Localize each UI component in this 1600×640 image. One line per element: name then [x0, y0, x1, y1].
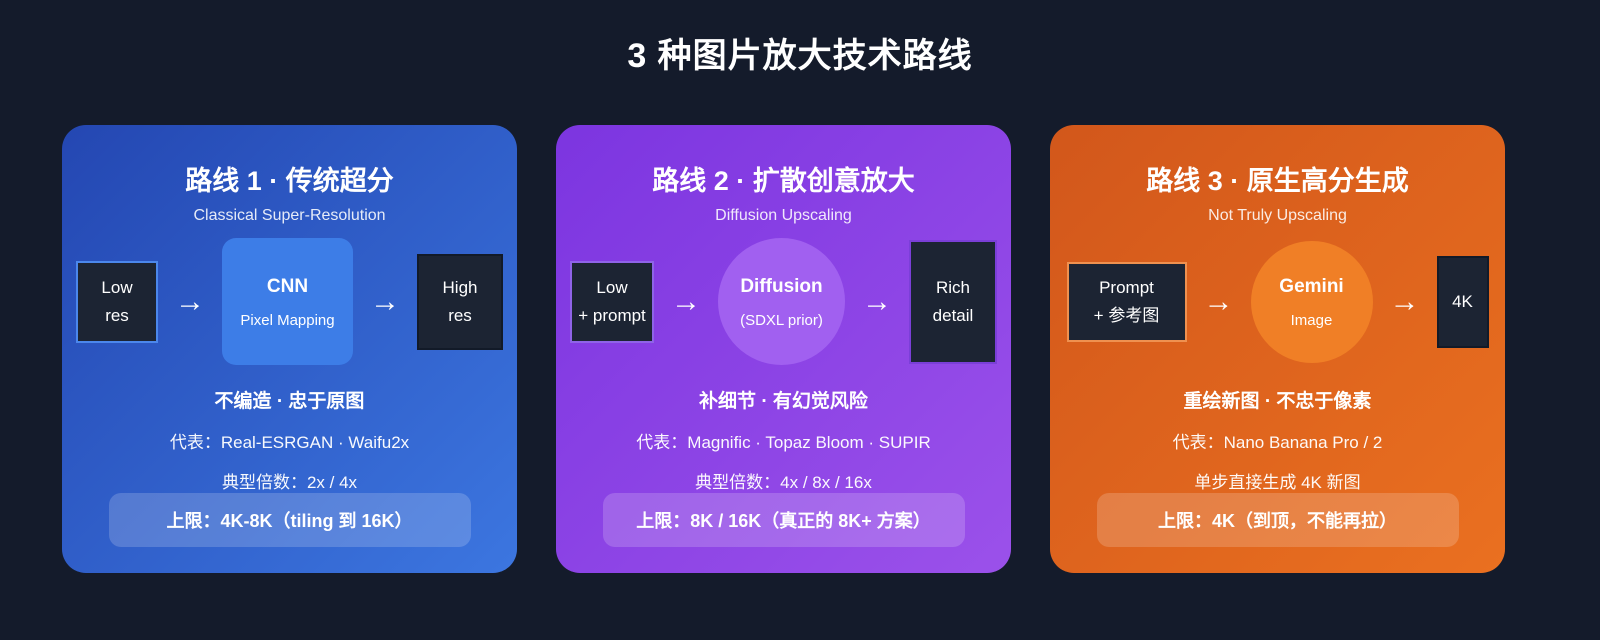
card-2-title: 路线 2 · 扩散创意放大: [652, 166, 915, 196]
arrow-right-icon: →: [370, 284, 400, 318]
card-2-examples: 代表：Magnific · Topaz Bloom · SUPIR: [636, 433, 931, 452]
cards-row: 路线 1 · 传统超分 Classical Super-Resolution L…: [0, 125, 1600, 573]
card-1-detail: 典型倍数：2x / 4x: [221, 473, 358, 492]
process-node-subtitle: Image: [1290, 312, 1333, 330]
process-node: Gemini Image: [1250, 240, 1373, 363]
card-3-detail: 单步直接生成 4K 新图: [1194, 473, 1361, 492]
output-node-line2: detail: [932, 305, 974, 325]
output-node-line1: Rich: [935, 278, 970, 298]
process-node-title: Diffusion: [740, 275, 823, 297]
process-node-title: CNN: [266, 275, 309, 297]
card-2-keypoint: 补细节 · 有幻觉风险: [699, 391, 868, 412]
route-card-3: 路线 3 · 原生高分生成 Not Truly Upscaling Prompt…: [1050, 125, 1505, 573]
process-node-title: Gemini: [1279, 275, 1344, 297]
page-title: 3 种图片放大技术路线: [627, 37, 973, 75]
card-1-flow-diagram: Low res → CNN Pixel Mapping → High res: [76, 233, 503, 370]
arrow-right-icon: →: [175, 284, 205, 318]
card-2-subtitle: Diffusion Upscaling: [715, 207, 852, 224]
card-1-title: 路线 1 · 传统超分: [185, 166, 394, 196]
output-node-line2: res: [448, 305, 472, 325]
card-2-limit-pill: 上限：8K / 16K（真正的 8K+ 方案）: [602, 493, 965, 547]
arrow-right-icon: →: [671, 284, 701, 318]
process-node-subtitle: Pixel Mapping: [240, 312, 335, 330]
input-node: Low res: [76, 260, 158, 343]
input-node-line2: + prompt: [578, 305, 646, 325]
arrow-right-icon: →: [1203, 284, 1234, 318]
card-2-detail: 典型倍数：4x / 8x / 16x: [695, 473, 872, 492]
output-node: High res: [417, 253, 503, 350]
input-node-line2: + 参考图: [1093, 305, 1160, 325]
input-node-line1: Low: [596, 278, 628, 298]
route-card-2: 路线 2 · 扩散创意放大 Diffusion Upscaling Low + …: [556, 125, 1011, 573]
card-1-subtitle: Classical Super-Resolution: [193, 207, 386, 224]
card-1-examples: 代表：Real-ESRGAN · Waifu2x: [169, 433, 410, 452]
input-node-line1: Prompt: [1099, 278, 1154, 298]
card-1-keypoint: 不编造 · 忠于原图: [214, 391, 365, 412]
input-node-line1: Low: [101, 278, 133, 298]
output-node: 4K: [1436, 255, 1489, 348]
card-3-title: 路线 3 · 原生高分生成: [1146, 166, 1409, 196]
card-3-keypoint: 重绘新图 · 不忠于像素: [1183, 391, 1372, 412]
output-node-line1: 4K: [1452, 291, 1473, 311]
process-node: Diffusion (SDXL prior): [718, 238, 845, 365]
output-node: Rich detail: [909, 239, 997, 364]
card-1-limit-pill: 上限：4K-8K（tiling 到 16K）: [108, 493, 471, 547]
card-3-flow-diagram: Prompt + 参考图 → Gemini Image → 4K: [1066, 233, 1489, 370]
input-node-line2: res: [105, 305, 129, 325]
output-node-line1: High: [442, 278, 478, 298]
process-node: CNN Pixel Mapping: [222, 238, 353, 365]
card-3-examples: 代表：Nano Banana Pro / 2: [1172, 433, 1383, 452]
arrow-right-icon: →: [1389, 284, 1420, 318]
input-node: Prompt + 参考图: [1066, 261, 1187, 342]
arrow-right-icon: →: [862, 284, 892, 318]
process-node-subtitle: (SDXL prior): [740, 312, 823, 330]
card-3-subtitle: Not Truly Upscaling: [1208, 207, 1347, 224]
input-node: Low + prompt: [570, 260, 654, 343]
route-card-1: 路线 1 · 传统超分 Classical Super-Resolution L…: [62, 125, 517, 573]
card-2-flow-diagram: Low + prompt → Diffusion (SDXL prior) → …: [570, 233, 997, 370]
card-3-limit-pill: 上限：4K（到顶，不能再拉）: [1096, 493, 1459, 547]
